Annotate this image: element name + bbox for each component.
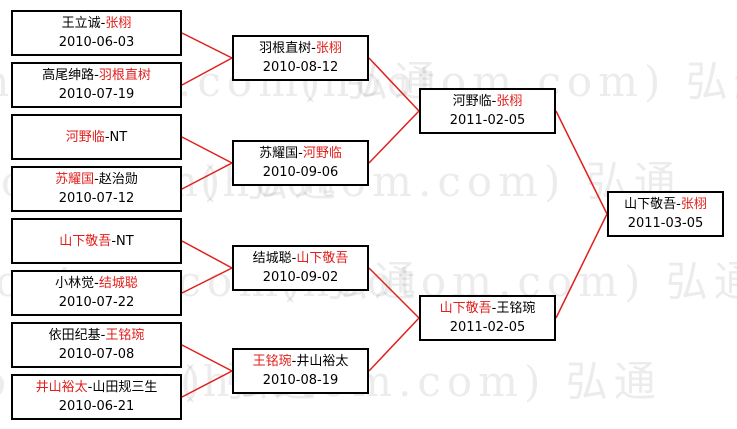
- connector-line: [181, 267, 233, 294]
- player-name: 山下敬吾: [624, 197, 677, 212]
- connector-line: [368, 57, 420, 112]
- player-name: 高尾绅路: [42, 68, 95, 83]
- match-box: 井山裕太-山田规三生 2010-06-21: [11, 374, 182, 420]
- match-box: 高尾绅路-羽根直树 2010-07-19: [11, 62, 182, 108]
- match-players: 河野临-NT: [65, 129, 128, 145]
- match-date: 2010-07-12: [58, 191, 135, 206]
- match-date: 2011-03-05: [627, 216, 704, 231]
- connector-line: [181, 57, 233, 86]
- player-name: 王铭琬: [496, 301, 536, 316]
- connector-line: [181, 162, 233, 190]
- match-date: 2010-09-02: [262, 270, 339, 285]
- match-date: 2010-08-19: [262, 373, 339, 388]
- player-name: 河野临: [452, 94, 492, 109]
- match-players: 小林觉-结城聪: [55, 276, 138, 291]
- winner-name: 张栩: [496, 94, 523, 109]
- winner-name: 井山裕太: [35, 380, 88, 395]
- player-name: 赵治勋: [98, 172, 138, 187]
- match-date: 2010-06-03: [58, 35, 135, 50]
- match-players: 河野临-张栩: [452, 94, 523, 109]
- player-name: 结城聪: [252, 251, 292, 266]
- match-players: 结城聪-山下敬吾: [252, 251, 349, 266]
- connector-line: [181, 32, 233, 59]
- player-name: NT: [109, 129, 128, 145]
- match-date: 2010-06-21: [58, 399, 135, 414]
- match-box: 结城聪-山下敬吾 2010-09-02: [232, 245, 369, 291]
- winner-name: 山下敬吾: [296, 251, 349, 266]
- match-players: 王铭琬-井山裕太: [252, 354, 349, 369]
- match-date: 2010-08-12: [262, 60, 339, 75]
- winner-name: 王铭琬: [105, 328, 145, 343]
- connector-line: [181, 370, 233, 398]
- match-players: 苏耀国-河野临: [259, 146, 342, 161]
- match-date: 2010-07-22: [58, 295, 135, 310]
- match-box: 王立诚-张栩 2010-06-03: [11, 10, 182, 56]
- match-box: 王铭琬-井山裕太 2010-08-19: [232, 348, 369, 394]
- connector-line: [368, 267, 420, 319]
- connector-line: [368, 110, 420, 164]
- match-players: 山下敬吾-王铭琬: [439, 301, 536, 316]
- connector-line: [181, 136, 233, 164]
- match-players: 山下敬吾-NT: [59, 233, 134, 249]
- player-name: 山田规三生: [92, 380, 158, 395]
- match-date: 2011-02-05: [449, 113, 526, 128]
- winner-name: 羽根直树: [98, 68, 151, 83]
- player-name: 羽根直树: [259, 41, 312, 56]
- player-name: 王立诚: [61, 16, 101, 31]
- match-date: 2011-02-05: [449, 320, 526, 335]
- match-players: 依田纪基-王铭琬: [48, 328, 145, 343]
- match-date: 2010-07-19: [58, 87, 135, 102]
- winner-name: 张栩: [105, 16, 132, 31]
- match-box: 山下敬吾-王铭琬 2011-02-05: [419, 295, 556, 341]
- match-players: 苏耀国-赵治勋: [55, 172, 138, 187]
- connector-line: [555, 213, 608, 319]
- winner-name: 河野临: [65, 129, 105, 145]
- player-name: NT: [116, 233, 134, 249]
- connector-line: [181, 344, 233, 372]
- winner-name: 王铭琬: [252, 354, 292, 369]
- match-box: 河野临-NT: [11, 114, 182, 160]
- match-box: 小林觉-结城聪 2010-07-22: [11, 270, 182, 316]
- winner-name: 张栩: [680, 197, 707, 212]
- match-box: 苏耀国-河野临 2010-09-06: [232, 140, 369, 186]
- winner-name: 苏耀国: [55, 172, 95, 187]
- match-box: 依田纪基-王铭琬 2010-07-08: [11, 322, 182, 368]
- match-box: 羽根直树-张栩 2010-08-12: [232, 35, 369, 81]
- player-name: 苏耀国: [259, 146, 299, 161]
- match-players: 山下敬吾-张栩: [624, 197, 707, 212]
- match-box: 山下敬吾-张栩 2011-03-05: [607, 191, 724, 237]
- match-box: 山下敬吾-NT: [11, 218, 182, 264]
- player-name: 依田纪基: [48, 328, 101, 343]
- player-name: 小林觉: [55, 276, 95, 291]
- match-box: 河野临-张栩 2011-02-05: [419, 88, 556, 134]
- match-date: 2010-07-08: [58, 347, 135, 362]
- match-box: 苏耀国-赵治勋 2010-07-12: [11, 166, 182, 212]
- winner-name: 山下敬吾: [439, 301, 492, 316]
- player-name: 井山裕太: [296, 354, 349, 369]
- connector-line: [368, 317, 420, 372]
- match-players: 羽根直树-张栩: [259, 41, 342, 56]
- winner-name: 张栩: [315, 41, 342, 56]
- match-players: 井山裕太-山田规三生: [35, 380, 158, 395]
- match-players: 王立诚-张栩: [61, 16, 132, 31]
- connector-line: [555, 110, 608, 215]
- winner-name: 山下敬吾: [59, 233, 112, 249]
- connector-line: [181, 240, 233, 269]
- match-players: 高尾绅路-羽根直树: [42, 68, 151, 83]
- winner-name: 河野临: [302, 146, 342, 161]
- winner-name: 结城聪: [98, 276, 138, 291]
- match-date: 2010-09-06: [262, 165, 339, 180]
